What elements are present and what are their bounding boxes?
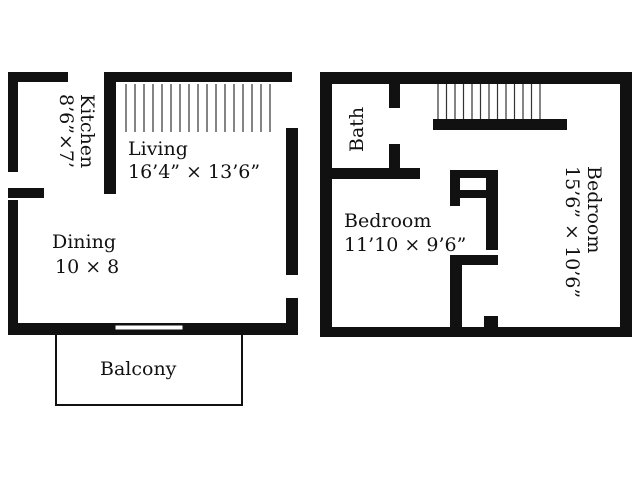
lower-level-walls <box>8 72 298 335</box>
stairs-lower <box>125 84 271 132</box>
wall-upper-right <box>620 72 632 337</box>
wall-closet-bottom <box>460 255 498 265</box>
wall-left-stub <box>8 188 44 198</box>
wall-kitchen-partition <box>104 72 116 194</box>
wall-closet-mid <box>450 190 488 198</box>
wall-top-right <box>104 72 292 82</box>
wall-bedroom-divider <box>450 255 462 335</box>
wall-upper-left <box>320 72 332 337</box>
wall-right-upper <box>286 128 298 275</box>
wall-closet-post <box>450 170 460 206</box>
wall-left-upper <box>8 72 18 172</box>
balcony-name: Balcony <box>100 358 177 380</box>
balcony-door <box>114 324 184 331</box>
dining-name: Dining <box>52 231 116 253</box>
bedroom-small-name: Bedroom <box>344 210 431 232</box>
wall-bath-right-top <box>389 72 400 108</box>
wall-left-lower <box>8 200 18 335</box>
wall-stair-bottom <box>433 119 567 130</box>
bedroom-large-name: Bedroom <box>583 166 605 253</box>
wall-divider-stub <box>484 316 498 336</box>
upper-level: Bath Bedroom 11’10 × 9’6” Bedroom 15’6” … <box>320 72 632 337</box>
wall-upper-top <box>320 72 630 84</box>
bedroom-small-size: 11’10 × 9’6” <box>344 234 466 256</box>
wall-top-left <box>8 72 68 82</box>
wall-bath-bottom <box>320 168 420 179</box>
kitchen-size: 8’6”×7’ <box>55 94 77 168</box>
wall-closet-right <box>486 170 498 250</box>
stairs-upper <box>437 84 541 119</box>
wall-upper-bottom <box>320 327 632 337</box>
wall-bath-right-bottom <box>389 144 400 178</box>
kitchen-name: Kitchen <box>76 94 98 168</box>
living-name: Living <box>128 138 188 160</box>
wall-closet-top <box>450 170 498 178</box>
upper-level-walls <box>320 72 632 337</box>
lower-level: Kitchen 8’6”×7’ Living 16’4” × 13’6” Din… <box>8 72 298 406</box>
bath-name: Bath <box>346 107 368 152</box>
living-size: 16’4” × 13’6” <box>128 161 260 183</box>
dining-size: 10 × 8 <box>55 256 119 278</box>
bedroom-large-size: 15’6” × 10’6” <box>561 166 583 298</box>
